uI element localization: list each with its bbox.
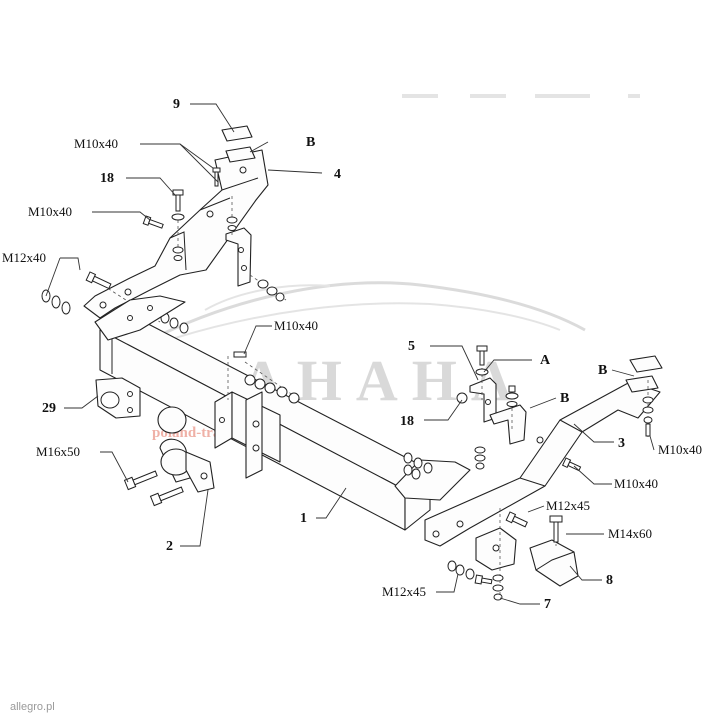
right-bracket-part-3 [424, 381, 661, 547]
bracket-part-7 [475, 527, 517, 571]
label-m14x60: M14x60 [608, 526, 652, 541]
label-part-9: 9 [173, 97, 180, 112]
callout-labels: 9 B M10x40 4 18 M10x40 M12x40 M10x40 5 A… [2, 97, 702, 612]
plate-right-B [625, 355, 663, 393]
watermark-source: allegro.pl [10, 701, 55, 713]
small-bracket-left [225, 227, 252, 287]
label-part-18-right: 18 [400, 414, 414, 429]
socket-plate-part-29 [95, 377, 141, 419]
label-part-B-right-upper: B [598, 363, 607, 378]
label-part-A: A [540, 353, 551, 368]
label-part-8: 8 [606, 573, 613, 588]
label-part-5: 5 [408, 339, 415, 354]
bracket-part-A [489, 404, 527, 445]
label-m10x40-center: M10x40 [274, 318, 318, 333]
label-m10x40-left: M10x40 [28, 204, 72, 219]
label-part-B-top: B [306, 135, 315, 150]
label-part-2: 2 [166, 539, 173, 554]
left-bracket-part-4 [83, 149, 269, 319]
label-part-B-right: B [560, 391, 569, 406]
plate-part-9 [221, 125, 256, 163]
label-m12x45-upper: M12x45 [546, 498, 590, 513]
center-bracket [214, 391, 281, 479]
label-part-29: 29 [42, 401, 56, 416]
header-marks [402, 94, 640, 98]
label-part-3: 3 [618, 436, 625, 451]
label-m10x40-right-upper: M10x40 [658, 442, 702, 457]
label-m16x50: M16x50 [36, 444, 80, 459]
bracket-part-8 [529, 539, 579, 587]
label-part-7: 7 [544, 597, 551, 612]
label-m10x40-top: M10x40 [74, 136, 118, 151]
label-part-4: 4 [334, 167, 341, 182]
fasteners-center [227, 351, 433, 474]
label-m10x40-right-lower: M10x40 [614, 476, 658, 491]
bracket-part-5 [469, 377, 497, 423]
leader-lines [45, 103, 655, 605]
tow-ball-part-2 [157, 406, 215, 493]
fasteners-left [41, 167, 287, 334]
label-m12x45-lower: M12x45 [382, 584, 426, 599]
fasteners-right [403, 345, 654, 601]
label-m12x40: M12x40 [2, 250, 46, 265]
watermark-car-silhouette [149, 281, 586, 342]
label-part-1: 1 [300, 511, 307, 526]
label-part-18-left: 18 [100, 171, 114, 186]
